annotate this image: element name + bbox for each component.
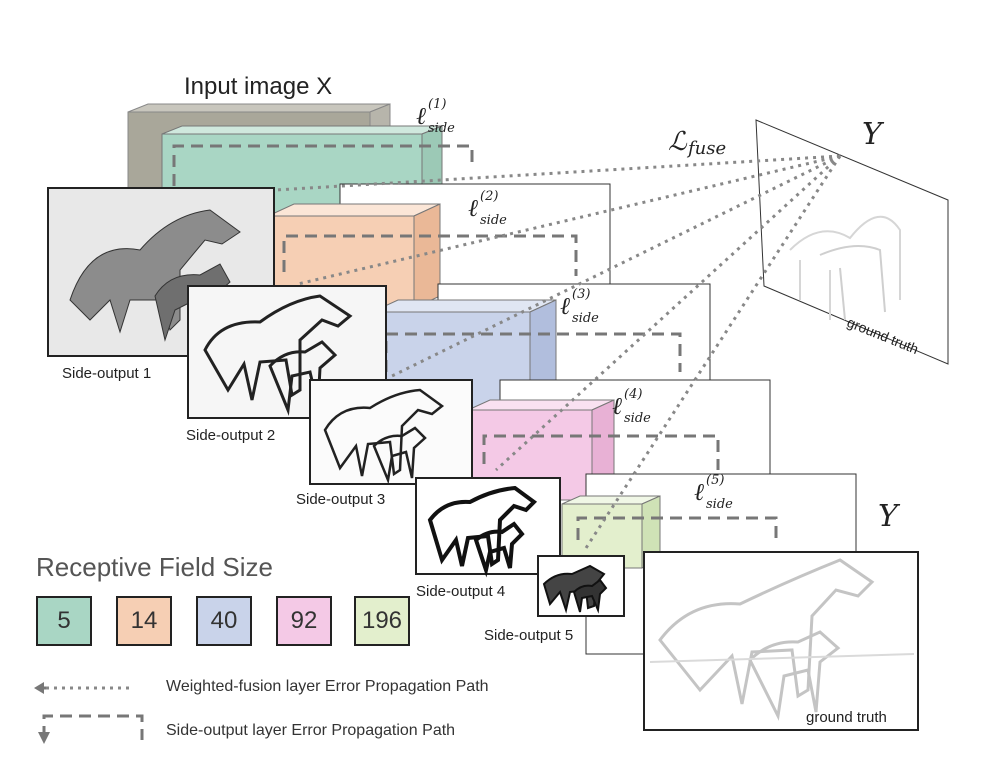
fuse-loss-label: ℒ fuse <box>668 127 726 159</box>
fusion-line-2 <box>297 154 841 286</box>
fusion-line-1 <box>175 154 841 198</box>
rf-size-40: 40 <box>196 596 252 646</box>
side-output-image-4 <box>415 477 561 578</box>
svg-text:fuse: fuse <box>686 138 726 159</box>
side-path-4 <box>482 434 720 470</box>
svg-text:ℓ: ℓ <box>612 392 622 420</box>
svg-text:(1): (1) <box>428 97 446 112</box>
ground-truth-panel-top <box>755 119 949 365</box>
side-path-2 <box>282 234 578 276</box>
loss-label-2: ℓ (2) side <box>468 189 507 228</box>
rf-size-14: 14 <box>116 596 172 646</box>
svg-text:side: side <box>706 497 733 512</box>
loss-label-4: ℓ (4) side <box>612 387 651 426</box>
svg-text:ℓ: ℓ <box>416 102 426 130</box>
ground-truth-panel-bottom <box>643 551 919 731</box>
fusion-paths <box>175 154 842 549</box>
svg-text:(2): (2) <box>480 189 498 204</box>
side-output-label-4: Side-output 4 <box>416 583 505 600</box>
fusion-line-5 <box>584 155 842 549</box>
svg-text:side: side <box>572 311 599 326</box>
side-path-1 <box>172 144 474 186</box>
legend-side-path-label: Side-output layer Error Propagation Path <box>166 722 456 739</box>
svg-text:ℓ: ℓ <box>560 292 570 320</box>
fusion-line-3 <box>391 154 841 378</box>
side-output-image-3 <box>309 379 473 485</box>
svg-text:side: side <box>480 213 507 228</box>
side-output-label-2: Side-output 2 <box>186 427 275 444</box>
legend-title: Receptive Field Size <box>36 552 273 582</box>
legend-fusion-path-label: Weighted-fusion layer Error Propagation … <box>166 678 489 695</box>
rf-size-196: 196 <box>354 596 410 646</box>
side-output-label-1: Side-output 1 <box>62 365 151 382</box>
loss-label-1: ℓ (1) side <box>416 97 455 136</box>
svg-text:(3): (3) <box>572 287 590 302</box>
side-path-5 <box>576 516 778 540</box>
ground-truth-label-bottom: ground truth <box>806 709 887 726</box>
svg-text:side: side <box>428 121 455 136</box>
target-y-top: Y <box>862 117 885 152</box>
loss-label-3: ℓ (3) side <box>560 287 599 326</box>
side-output-label-3: Side-output 3 <box>296 491 385 508</box>
svg-text:ℓ: ℓ <box>694 478 704 506</box>
svg-text:ℒ: ℒ <box>668 127 688 157</box>
svg-text:(4): (4) <box>624 387 642 402</box>
side-output-label-5: Side-output 5 <box>484 627 573 644</box>
side-output-image-5 <box>537 555 625 617</box>
fusion-line-4 <box>494 154 842 472</box>
input-image-title: Input image X <box>184 73 332 100</box>
loss-label-5: ℓ (5) side <box>694 473 733 512</box>
legend-dashed-sample <box>38 714 144 744</box>
svg-text:ℓ: ℓ <box>468 194 478 222</box>
rf-size-92: 92 <box>276 596 332 646</box>
rf-size-5: 5 <box>36 596 92 646</box>
legend-dotted-sample <box>34 682 134 694</box>
svg-text:(5): (5) <box>706 473 724 488</box>
target-y-bottom: Y <box>878 499 901 534</box>
svg-text:side: side <box>624 411 651 426</box>
